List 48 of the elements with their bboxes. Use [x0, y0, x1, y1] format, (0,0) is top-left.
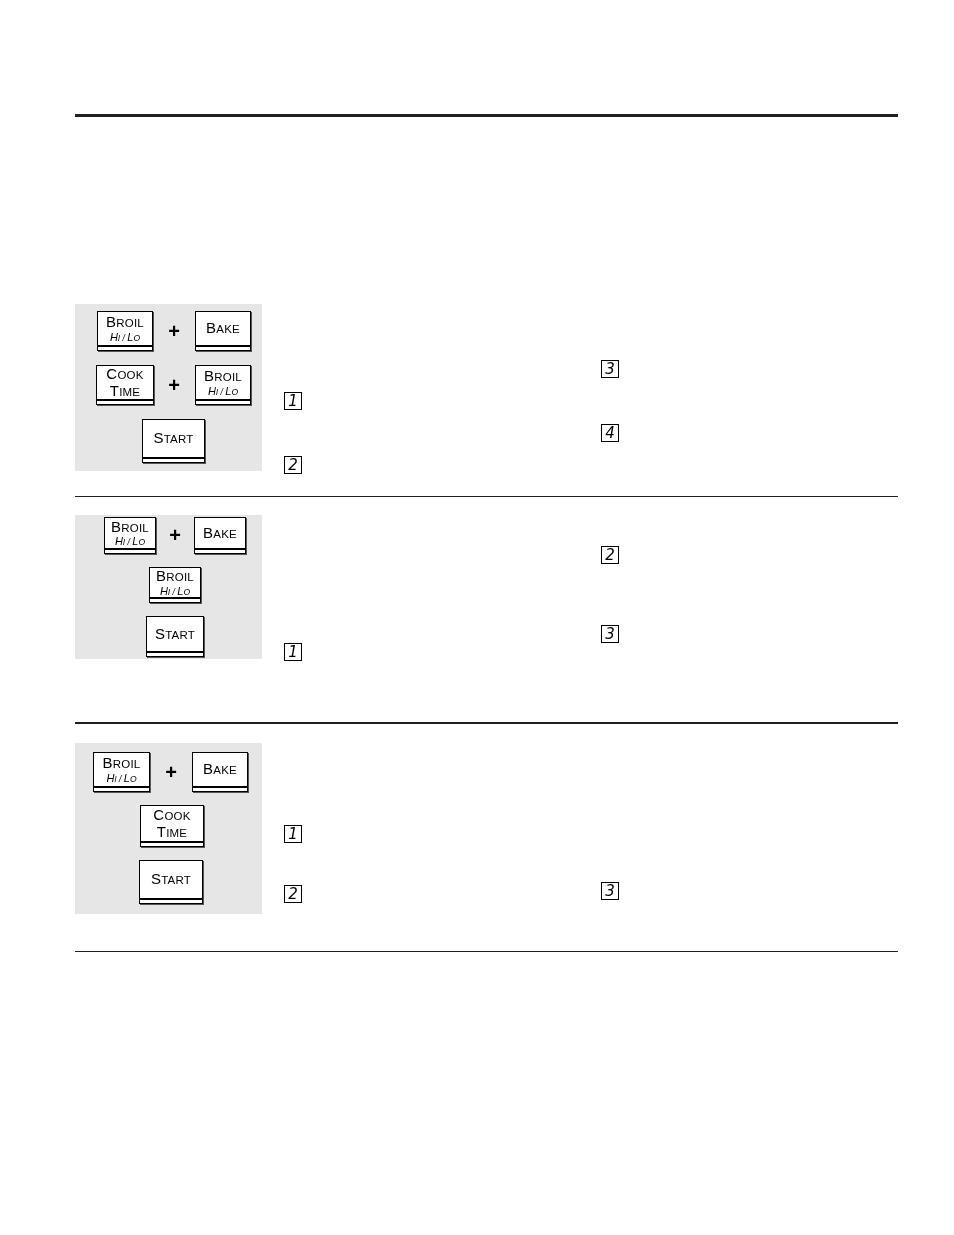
keypad-key [192, 752, 248, 792]
keypad-key [149, 567, 201, 603]
plus-sign: + [168, 321, 180, 341]
keypad-panel [75, 304, 262, 471]
key-label: START [153, 430, 194, 447]
keypad-key [195, 311, 251, 351]
keypad-key [140, 805, 204, 847]
key-sublabel: HI / LO [207, 384, 239, 397]
keypad-key [195, 365, 251, 405]
step-number: 3 [601, 882, 619, 900]
step-number: 2 [601, 546, 619, 564]
key-label: BROIL [106, 314, 144, 331]
key-label: COOK TIME [152, 807, 192, 840]
key-sublabel: HI / LO [114, 535, 146, 548]
keypad-key [146, 616, 204, 657]
key-sublabel: HI / LO [109, 330, 141, 343]
keypad-key [96, 365, 154, 405]
key-label: COOK TIME [105, 366, 145, 399]
keypad-key [104, 517, 156, 554]
plus-sign: + [169, 525, 181, 545]
step-number: 3 [601, 360, 619, 378]
key-label: BROIL [156, 568, 194, 585]
keypad-panel [75, 515, 262, 659]
keypad-key [93, 752, 150, 792]
step-number: 2 [284, 456, 302, 474]
key-label: BAKE [203, 761, 237, 778]
key-label: BAKE [206, 320, 240, 337]
key-label: BROIL [204, 368, 242, 385]
plus-sign: + [165, 762, 177, 782]
keypad-key [142, 419, 205, 463]
keypad-key [139, 860, 203, 904]
key-sublabel: HI / LO [106, 771, 137, 784]
keypad-panel [75, 743, 262, 914]
key-label: BROIL [102, 755, 141, 772]
keypad-key [194, 517, 246, 554]
key-label: START [154, 625, 196, 643]
plus-sign: + [168, 375, 180, 395]
step-number: 1 [284, 392, 302, 410]
key-label: START [150, 871, 192, 888]
step-number: 2 [284, 885, 302, 903]
step-number: 1 [284, 643, 302, 661]
step-number: 3 [601, 625, 619, 643]
key-label: BAKE [203, 524, 237, 542]
step-number: 1 [284, 825, 302, 843]
key-sublabel: HI / LO [159, 584, 191, 597]
keypad-key [97, 311, 153, 351]
step-number: 4 [601, 424, 619, 442]
key-label: BROIL [111, 518, 149, 536]
